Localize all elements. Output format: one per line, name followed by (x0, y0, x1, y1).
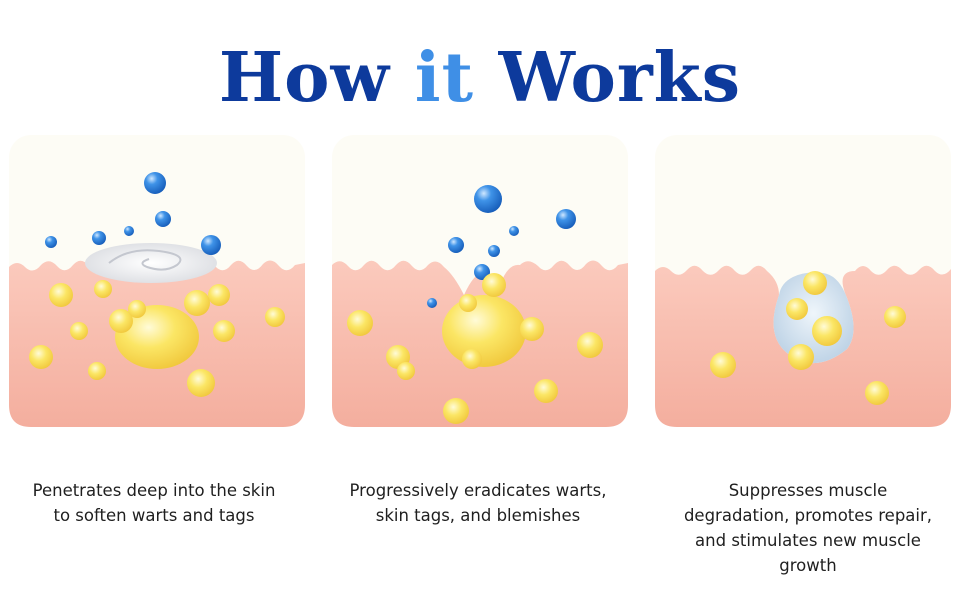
panel-eradicates (332, 135, 628, 427)
caption-suppresses: Suppresses muscle degradation, promotes … (655, 478, 960, 578)
caption-line: and stimulates new muscle (695, 531, 921, 550)
caption-line: growth (779, 556, 837, 575)
cream-swirl-icon (85, 243, 217, 283)
caption-line: degradation, promotes repair, (683, 506, 933, 525)
caption-line: Progressively eradicates warts, (349, 481, 607, 500)
title-word-works: Works (498, 38, 742, 118)
caption-line: skin tags, and blemishes (375, 506, 581, 525)
skin-illustration-2 (332, 135, 628, 427)
title-word-it: it (414, 38, 474, 118)
caption-line: Suppresses muscle (728, 481, 888, 500)
caption-penetrates: Penetrates deep into the skin to soften … (4, 478, 304, 528)
skin-illustration-3 (655, 135, 951, 427)
panel-suppresses (655, 135, 951, 427)
caption-line: Penetrates deep into the skin (32, 481, 276, 500)
page-title: How it Works (0, 38, 960, 118)
caption-line: to soften warts and tags (53, 506, 255, 525)
title-word-how: How (218, 38, 391, 118)
skin-illustration-1 (9, 135, 305, 427)
panel-penetrates (9, 135, 305, 427)
caption-eradicates: Progressively eradicates warts, skin tag… (328, 478, 628, 528)
